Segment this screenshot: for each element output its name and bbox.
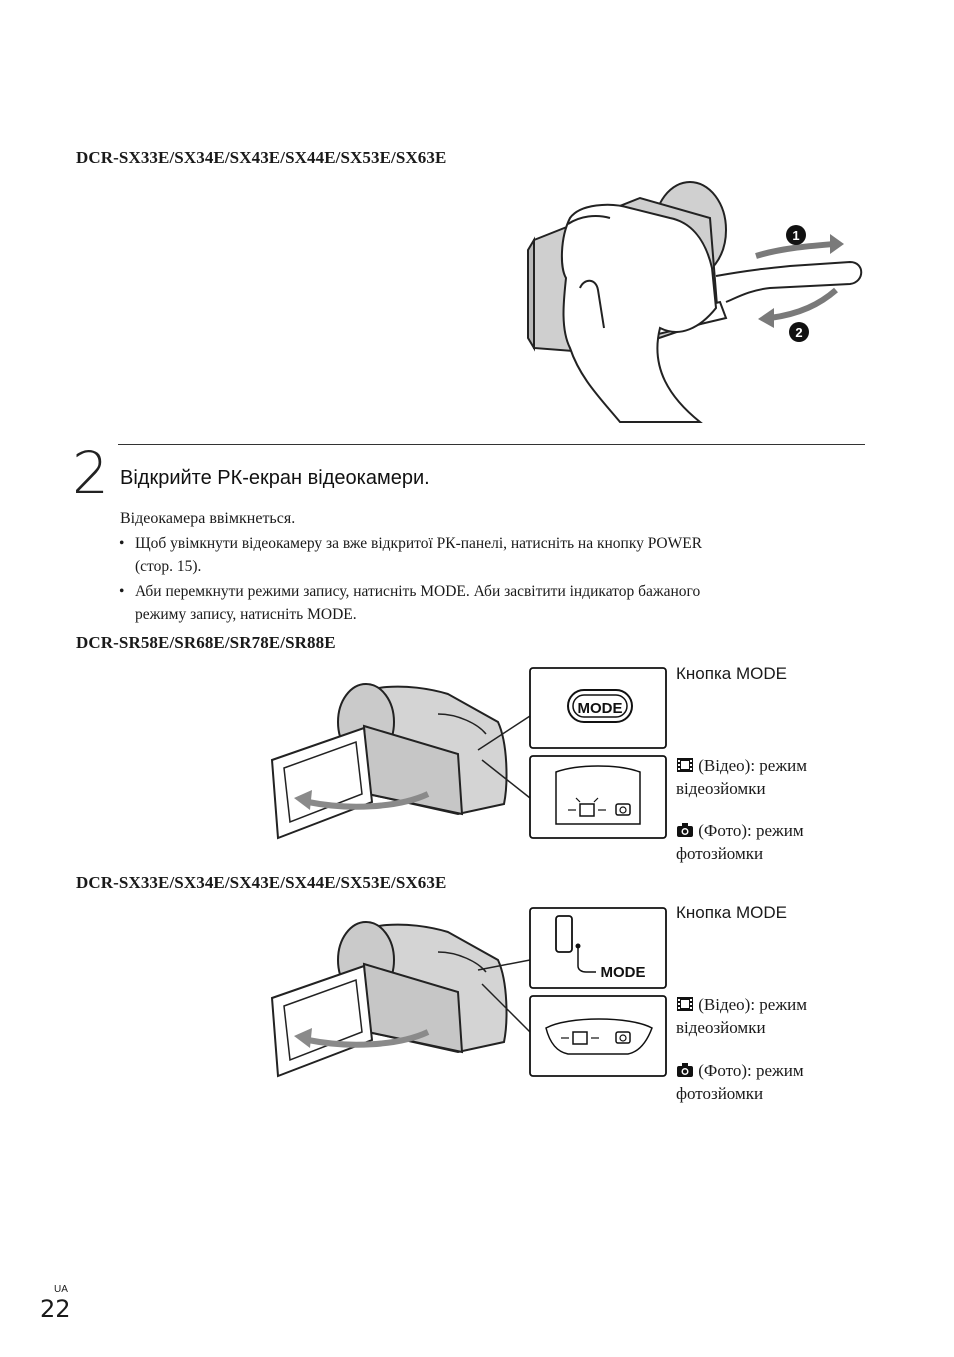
- callout-2-label: 2: [795, 325, 802, 340]
- model-heading-sx-2: DCR-SX33E/SX34E/SX43E/SX44E/SX53E/SX63E: [76, 873, 447, 892]
- video-caption-text: (Відео): режим: [698, 995, 807, 1014]
- video-mode-caption-sx: (Відео): режим відеозйомки: [676, 993, 807, 1039]
- film-icon: [677, 758, 693, 772]
- video-caption-text: відеозйомки: [676, 1018, 766, 1037]
- bullet-item: • Аби перемкнути режими запису, натисніт…: [119, 580, 855, 626]
- callout-1-icon: [786, 225, 806, 245]
- photo-caption-text: фотозйомки: [676, 844, 764, 863]
- camera-icon: [677, 823, 693, 837]
- callout-2-icon: [789, 322, 809, 342]
- mode-caption-sx: Кнопка MODE: [676, 903, 787, 922]
- bullet-symbol: •: [119, 583, 125, 600]
- page-language-code: UA: [54, 1284, 68, 1295]
- step-title: Відкрийте РК-екран відеокамери.: [120, 467, 430, 489]
- camera-indicator-icon: [615, 1031, 631, 1044]
- step-divider: [118, 444, 865, 445]
- camera-icon: [677, 1063, 693, 1077]
- bullet-item: • Щоб увімкнути відеокамеру за вже відкр…: [119, 532, 855, 578]
- photo-mode-caption-sr: (Фото): режим фотозйомки: [676, 819, 804, 865]
- film-indicator-icon: [579, 803, 595, 817]
- step-number: 2: [72, 439, 109, 507]
- video-mode-caption-sr: (Відео): режим відеозйомки: [676, 754, 807, 800]
- bullet-line: (стор. 15).: [135, 558, 202, 575]
- camcorder-sr-illustration: MODE: [270, 667, 667, 840]
- photo-caption-text: (Фото): режим: [698, 1061, 804, 1080]
- video-caption-text: (Відео): режим: [698, 756, 807, 775]
- page-number: 22: [40, 1295, 71, 1323]
- photo-caption-text: фотозйомки: [676, 1084, 764, 1103]
- model-heading-sr: DCR-SR58E/SR68E/SR78E/SR88E: [76, 633, 336, 652]
- film-icon: [677, 997, 693, 1011]
- camera-indicator-icon: [615, 803, 631, 816]
- step-intro: Відеокамера ввімкнеться.: [120, 510, 296, 527]
- photo-mode-caption-sx: (Фото): режим фотозйомки: [676, 1059, 804, 1105]
- photo-caption-text: (Фото): режим: [698, 821, 804, 840]
- camcorder-sx-illustration: MODE: [270, 907, 667, 1078]
- bullet-symbol: •: [119, 535, 125, 552]
- video-caption-text: відеозйомки: [676, 779, 766, 798]
- model-heading-sx: DCR-SX33E/SX34E/SX43E/SX44E/SX53E/SX63E: [76, 148, 447, 167]
- bullet-line: режиму запису, натисніть MODE.: [135, 606, 357, 623]
- hand-strap-illustration: 1 2: [527, 181, 863, 423]
- bullet-line: Щоб увімкнути відеокамеру за вже відкрит…: [135, 535, 703, 552]
- mode-button-icon: [555, 915, 573, 953]
- callout-1-label: 1: [792, 228, 799, 243]
- mode-button-label: MODE: [601, 964, 646, 981]
- mode-caption-sr: Кнопка MODE: [676, 664, 787, 683]
- bullet-line: Аби перемкнути режими запису, натисніть …: [135, 583, 701, 600]
- mode-button-label: MODE: [578, 700, 623, 717]
- film-indicator-icon: [572, 1031, 588, 1045]
